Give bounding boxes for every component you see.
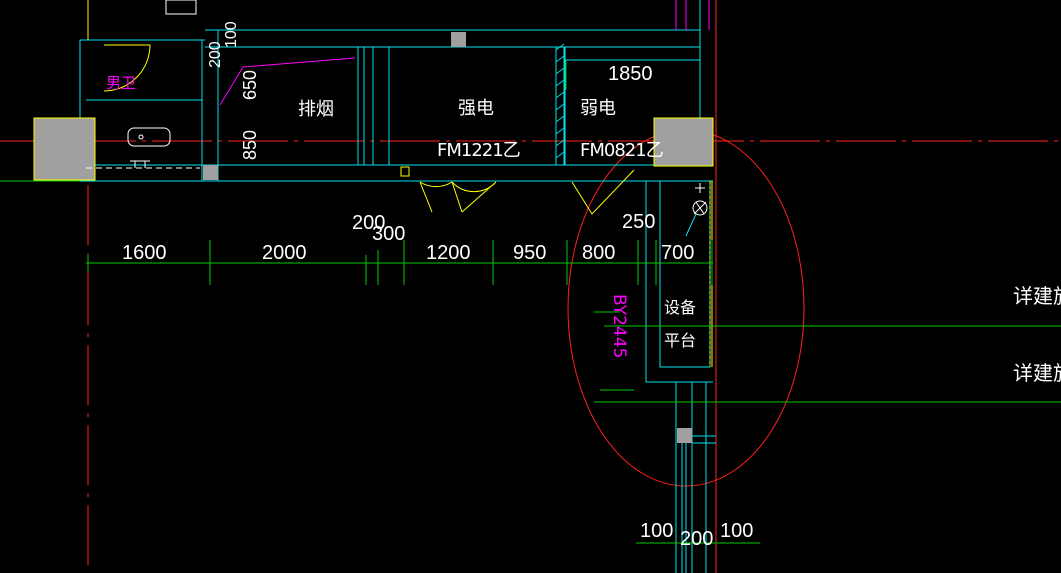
door-labels: FM1221乙 FM0821乙 BY2445 (437, 140, 664, 358)
note-label-2: 详建施 (1013, 361, 1061, 385)
dim-bottom-200: 200 (680, 528, 713, 550)
dim-300: 300 (372, 223, 405, 245)
equipment-symbol-icon (692, 183, 708, 216)
room-labels: 男卫 排烟 强电 弱电 设备 平台 (106, 74, 696, 350)
dim-1600: 1600 (122, 242, 167, 264)
power-room-label: 强电 (458, 98, 494, 119)
equipment-label-2: 平台 (664, 331, 696, 350)
dim-700: 700 (661, 242, 694, 264)
note-labels: 详建施 详建施 (1013, 284, 1061, 385)
toilet-fixture (127, 0, 197, 168)
smoke-shaft-box (217, 46, 359, 166)
power-door-label: FM1221乙 (437, 140, 520, 161)
walls (79, 0, 716, 573)
dim-100-vertical: 100 (223, 21, 240, 48)
leader-line (685, 213, 697, 237)
dim-650: 650 (240, 70, 260, 100)
weak-door-label: FM0821乙 (580, 140, 663, 161)
weak-door-swing (571, 169, 635, 215)
restroom-label: 男卫 (106, 74, 136, 92)
magenta-elements (219, 0, 710, 106)
dim-bottom-100-right: 100 (720, 520, 753, 542)
column-small-left (203, 165, 218, 180)
dim-850: 850 (240, 130, 260, 160)
column-left (33, 117, 96, 181)
dim-bottom-100-left: 100 (640, 520, 673, 542)
dim-2000: 2000 (262, 242, 307, 264)
dimension-lines (0, 60, 1061, 544)
door-marker (400, 166, 410, 177)
dim-200: 200 (352, 212, 385, 234)
columns (33, 32, 714, 443)
equipment-label-1: 设备 (664, 298, 696, 317)
smoke-shaft-label: 排烟 (298, 99, 334, 120)
dim-950: 950 (513, 242, 546, 264)
dimension-labels: 200 100 650 850 1850 200 300 250 1600 20… (122, 21, 753, 550)
note-label-1: 详建施 (1013, 284, 1061, 308)
column-small-bottom (677, 428, 692, 443)
dim-1200: 1200 (426, 242, 471, 264)
power-door-swing-right (451, 181, 497, 213)
dim-1850: 1850 (608, 63, 653, 85)
column-right (653, 117, 714, 167)
dim-250: 250 (622, 211, 655, 233)
weak-room-label: 弱电 (580, 98, 616, 119)
restroom-door-swing (103, 44, 151, 92)
power-door-swing-left (419, 181, 453, 213)
dim-800: 800 (582, 242, 615, 264)
window-tag-label: BY2445 (609, 294, 629, 358)
dim-200-vertical: 200 (207, 41, 224, 68)
column-small-top (451, 32, 466, 47)
weak-room-box (564, 46, 701, 166)
